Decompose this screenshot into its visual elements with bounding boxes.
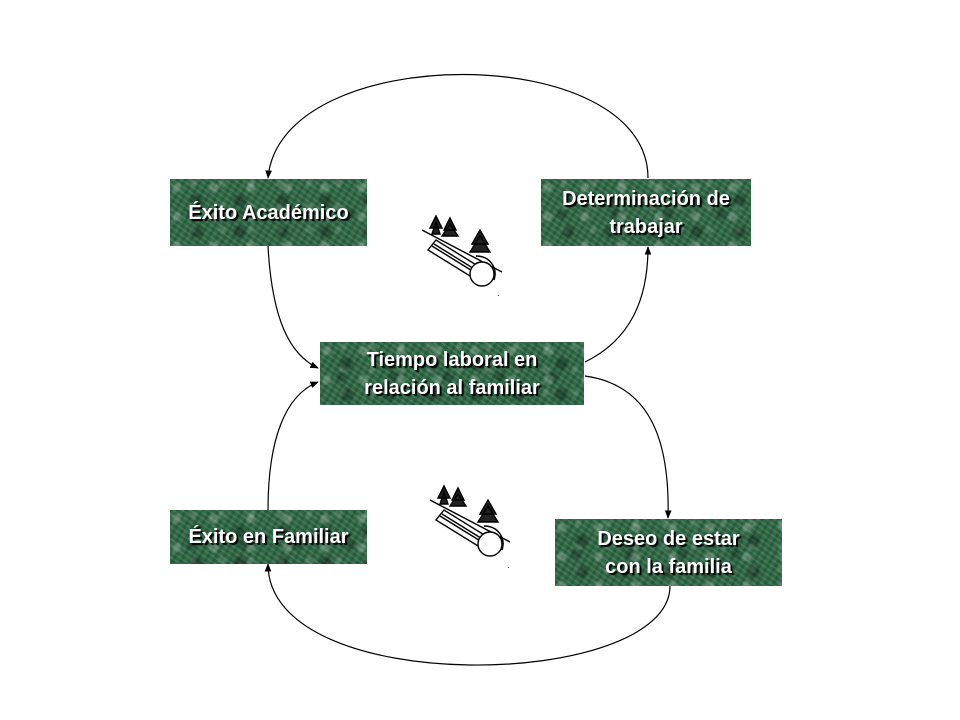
arrow-tiempo-laboral-to-determinacion (584, 246, 652, 363)
arrow-exito-familiar-to-tiempo-laboral (267, 381, 319, 511)
clipart-caption: . (497, 288, 500, 299)
arrow-determinacion-to-exito-academico (265, 73, 649, 179)
trees-and-log-clipart-icon (428, 480, 518, 575)
node-label-line: Tiempo laboral en (366, 348, 538, 371)
node-label-line: Éxito en Familiar (188, 526, 349, 548)
arrow-deseo-to-exito-familiar (264, 563, 671, 666)
arrow-tiempo-laboral-to-deseo (584, 375, 672, 519)
node-label-line: Deseo de estar (597, 527, 740, 550)
node-exito-en-familiar: Éxito en Familiar (170, 510, 367, 564)
node-label-line: relación al familiar (364, 376, 540, 399)
node-tiempo-laboral: Tiempo laboral en relación al familiar (320, 342, 584, 405)
node-label-line: Determinación de (562, 187, 730, 210)
node-determinacion-de-trabajar: Determinación de trabajar (541, 179, 751, 246)
node-label-line: trabajar (609, 215, 683, 238)
trees-and-log-clipart-icon (420, 210, 510, 305)
node-label-line: con la familia (605, 555, 732, 578)
clipart-caption: . (507, 560, 510, 571)
node-deseo-de-estar-con-la-familia: Deseo de estar con la familia (555, 519, 782, 586)
arrow-exito-academico-to-tiempo-laboral (267, 245, 319, 369)
node-label-line: Éxito Académico (188, 201, 349, 224)
node-exito-academico: Éxito Académico (170, 179, 367, 246)
